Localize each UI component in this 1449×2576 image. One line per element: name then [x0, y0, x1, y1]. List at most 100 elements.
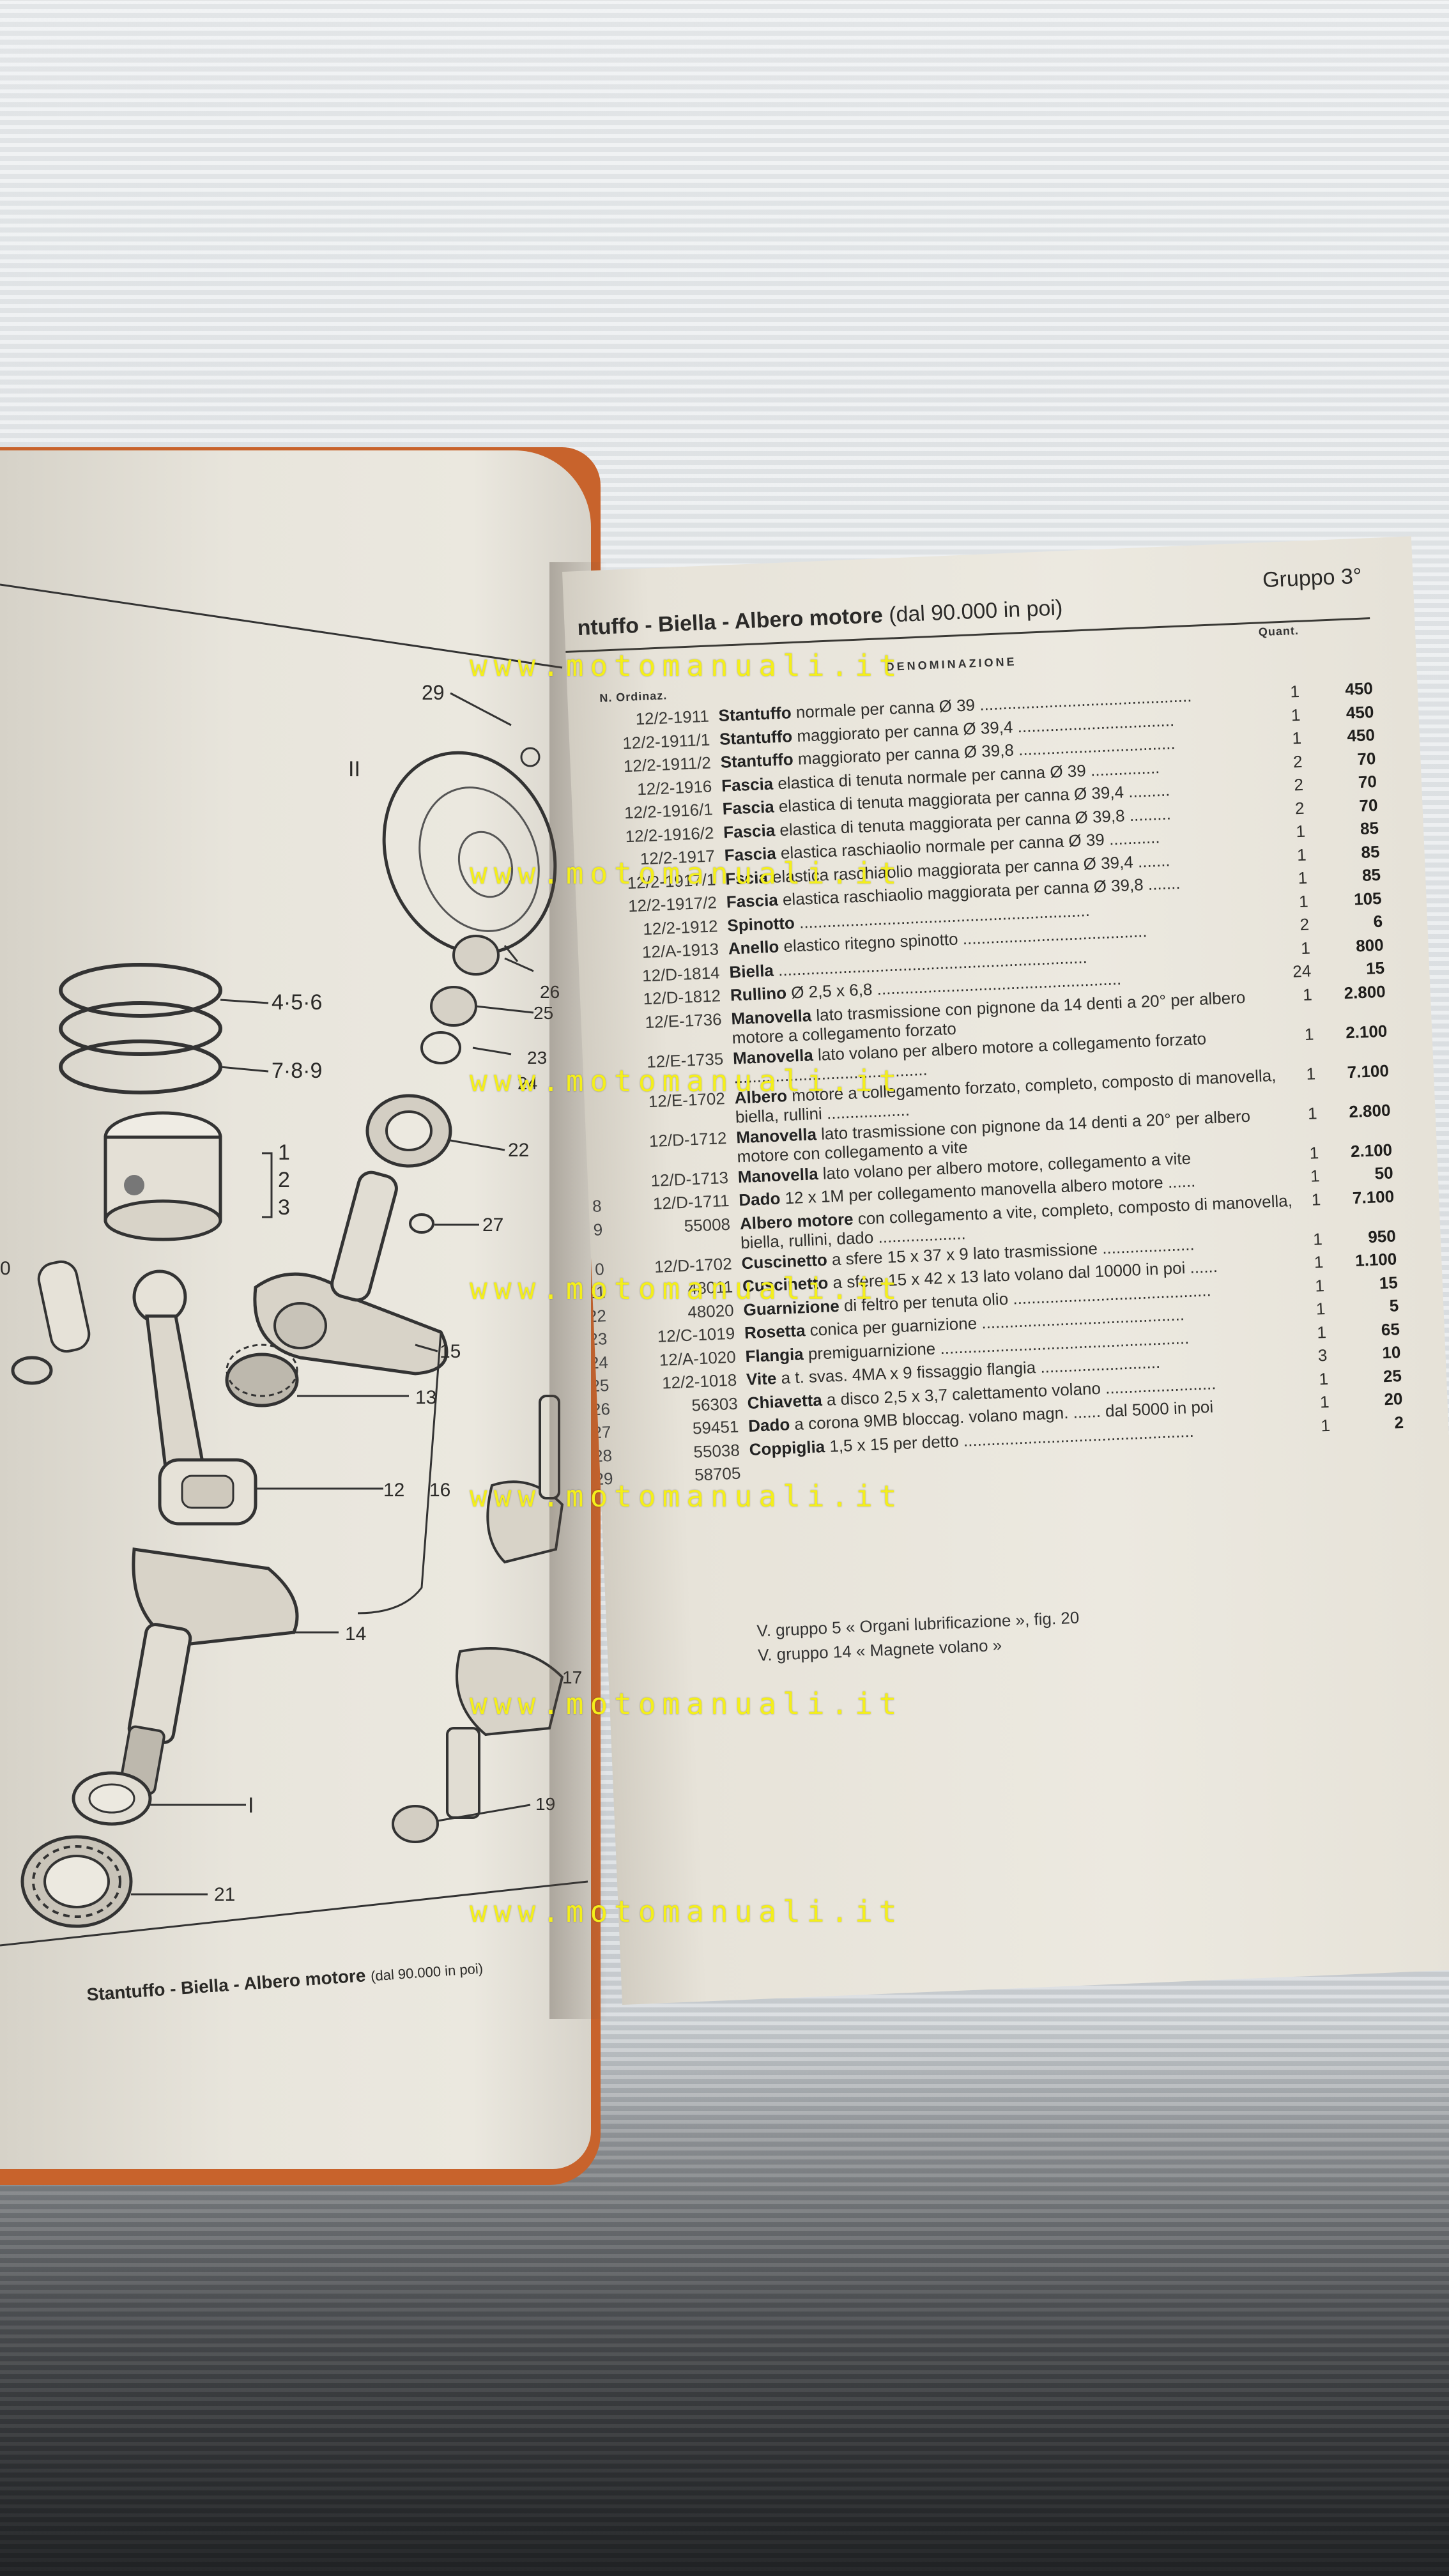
callout-24: 24: [518, 1073, 537, 1093]
row-quantity: 1: [1312, 1229, 1323, 1249]
row-price: 15: [1379, 1272, 1399, 1292]
row-part-name: Coppiglia: [749, 1436, 825, 1459]
row-price: 2.800: [1348, 1100, 1392, 1121]
row-quantity: 1: [1296, 845, 1307, 864]
row-quantity: 2: [1293, 774, 1304, 795]
row-quantity: 1: [1297, 868, 1308, 888]
bearing-21-drawing: [20, 1835, 133, 1928]
oil-seal-drawing: [72, 1771, 152, 1826]
row-price: 450: [1346, 702, 1374, 723]
callout-3: 3: [278, 1195, 290, 1220]
row-part-name: Biella: [728, 960, 774, 982]
row-price: 950: [1367, 1225, 1397, 1246]
row-quantity: 1: [1315, 1299, 1326, 1319]
row-part-name: Cuscinetto: [740, 1250, 828, 1273]
row-part-name: Dado: [747, 1414, 790, 1436]
row-price: 2: [1393, 1412, 1404, 1432]
notes: V. gruppo 5 « Organi lubrificazione », f…: [756, 1606, 1081, 1667]
callout-23: 23: [527, 1048, 547, 1068]
row-price: 85: [1360, 818, 1379, 839]
callout-27: 27: [482, 1215, 503, 1236]
callout-22: 22: [508, 1140, 529, 1161]
row-part-name: Rosetta: [744, 1321, 806, 1343]
bearing-22-drawing: [365, 1094, 452, 1168]
row-price: 7.100: [1347, 1061, 1390, 1082]
watermark-7: www.motomanuali.it: [470, 1894, 903, 1929]
row-part-name: Anello: [728, 937, 779, 958]
row-price: 85: [1360, 841, 1381, 862]
group-label: Gruppo 3°: [1262, 564, 1363, 593]
row-part-name: Rullino: [730, 983, 787, 1005]
callout-19: 19: [535, 1794, 555, 1814]
piston-rings-drawing: [59, 963, 222, 1094]
row-quantity: 1: [1320, 1415, 1331, 1435]
row-price: 450: [1346, 724, 1376, 746]
connecting-rod-drawing: [132, 1269, 257, 1526]
col-header-quantity: Quant.: [1258, 624, 1300, 639]
col-header-order-no: N. Ordinaz.: [599, 689, 668, 705]
row-price: 85: [1361, 864, 1381, 885]
pinion-gear-drawing: [225, 1344, 299, 1407]
row-price: 6: [1372, 911, 1383, 931]
row-quantity: 1: [1310, 1166, 1321, 1186]
watermark-2: www.motomanuali.it: [470, 856, 903, 891]
row-price: 70: [1358, 771, 1377, 792]
row-quantity: 1: [1289, 681, 1300, 702]
row-quantity: 1: [1300, 938, 1311, 958]
row-quantity: 1: [1314, 1252, 1324, 1272]
col-header-denomination: DENOMINAZIONE: [885, 655, 1017, 673]
callout-2: 2: [278, 1168, 290, 1192]
watermark-4: www.motomanuali.it: [470, 1271, 903, 1306]
row-price: 70: [1358, 795, 1379, 815]
row-quantity: 1: [1298, 891, 1309, 911]
row-quantity: 1: [1307, 1103, 1318, 1123]
callout-10: 0: [0, 1258, 11, 1279]
crankshaft-assembly-drawing: [446, 1395, 564, 1819]
crank-half-lower-drawing: [119, 1547, 299, 1795]
row-price: 2.100: [1345, 1021, 1388, 1042]
row-part-name: Manovella: [737, 1163, 819, 1186]
callout-1: 1: [278, 1140, 290, 1165]
watermark-3: www.motomanuali.it: [470, 1064, 903, 1098]
row-quantity: 1: [1305, 1063, 1316, 1084]
row-part-name: Fascia: [722, 797, 775, 818]
callout-14: 14: [345, 1623, 366, 1644]
row-price: 70: [1356, 748, 1376, 769]
callout-4-5-6: 4·5·6: [272, 990, 322, 1015]
row-quantity: 1: [1295, 821, 1306, 841]
callout-25: 25: [533, 1003, 553, 1023]
row-price: 2.100: [1350, 1139, 1393, 1161]
row-price: 50: [1374, 1163, 1394, 1183]
row-quantity: 2: [1300, 914, 1310, 935]
row-part-name: Stantuffo: [718, 703, 792, 725]
row-quantity: 1: [1319, 1392, 1330, 1412]
row-part-name: Fascia: [726, 890, 779, 912]
callout-29: 29: [422, 681, 445, 704]
row-price: 1.100: [1354, 1249, 1397, 1270]
row-quantity: 1: [1309, 1142, 1319, 1163]
row-price: 105: [1353, 888, 1383, 909]
row-quantity: 1: [1318, 1368, 1329, 1388]
row-quantity: 1: [1316, 1322, 1327, 1342]
row-part-name: Vite: [746, 1368, 777, 1390]
callout-26: 26: [540, 982, 560, 1002]
row-part-name: Stantuffo: [719, 726, 793, 749]
row-part-name: Fascia: [723, 820, 776, 842]
row-price: 2.800: [1343, 981, 1386, 1002]
row-part-name: Flangia: [745, 1344, 804, 1366]
row-part-name: Fascia: [721, 773, 774, 795]
callout-II: II: [348, 757, 360, 781]
page-title-bold: ntuffo - Biella - Albero motore: [576, 603, 884, 641]
snap-ring-drawing: [11, 1356, 53, 1385]
row-price: 450: [1344, 678, 1374, 699]
watermark-1: www.motomanuali.it: [470, 648, 903, 683]
row-quantity: 24: [1292, 961, 1312, 981]
row-quantity: 2: [1292, 751, 1303, 771]
row-price: 20: [1383, 1389, 1403, 1409]
row-price: 10: [1381, 1342, 1401, 1363]
crank-half-upper-drawing: [253, 1170, 448, 1376]
callout-I: I: [248, 1793, 254, 1818]
row-quantity: 1: [1291, 705, 1301, 724]
exploded-parts-diagram: 29 II 4·5·6 7·8·9 26 25 23 24 1 2 3 22 2…: [0, 583, 588, 1947]
watermark-6: www.motomanuali.it: [470, 1687, 903, 1721]
